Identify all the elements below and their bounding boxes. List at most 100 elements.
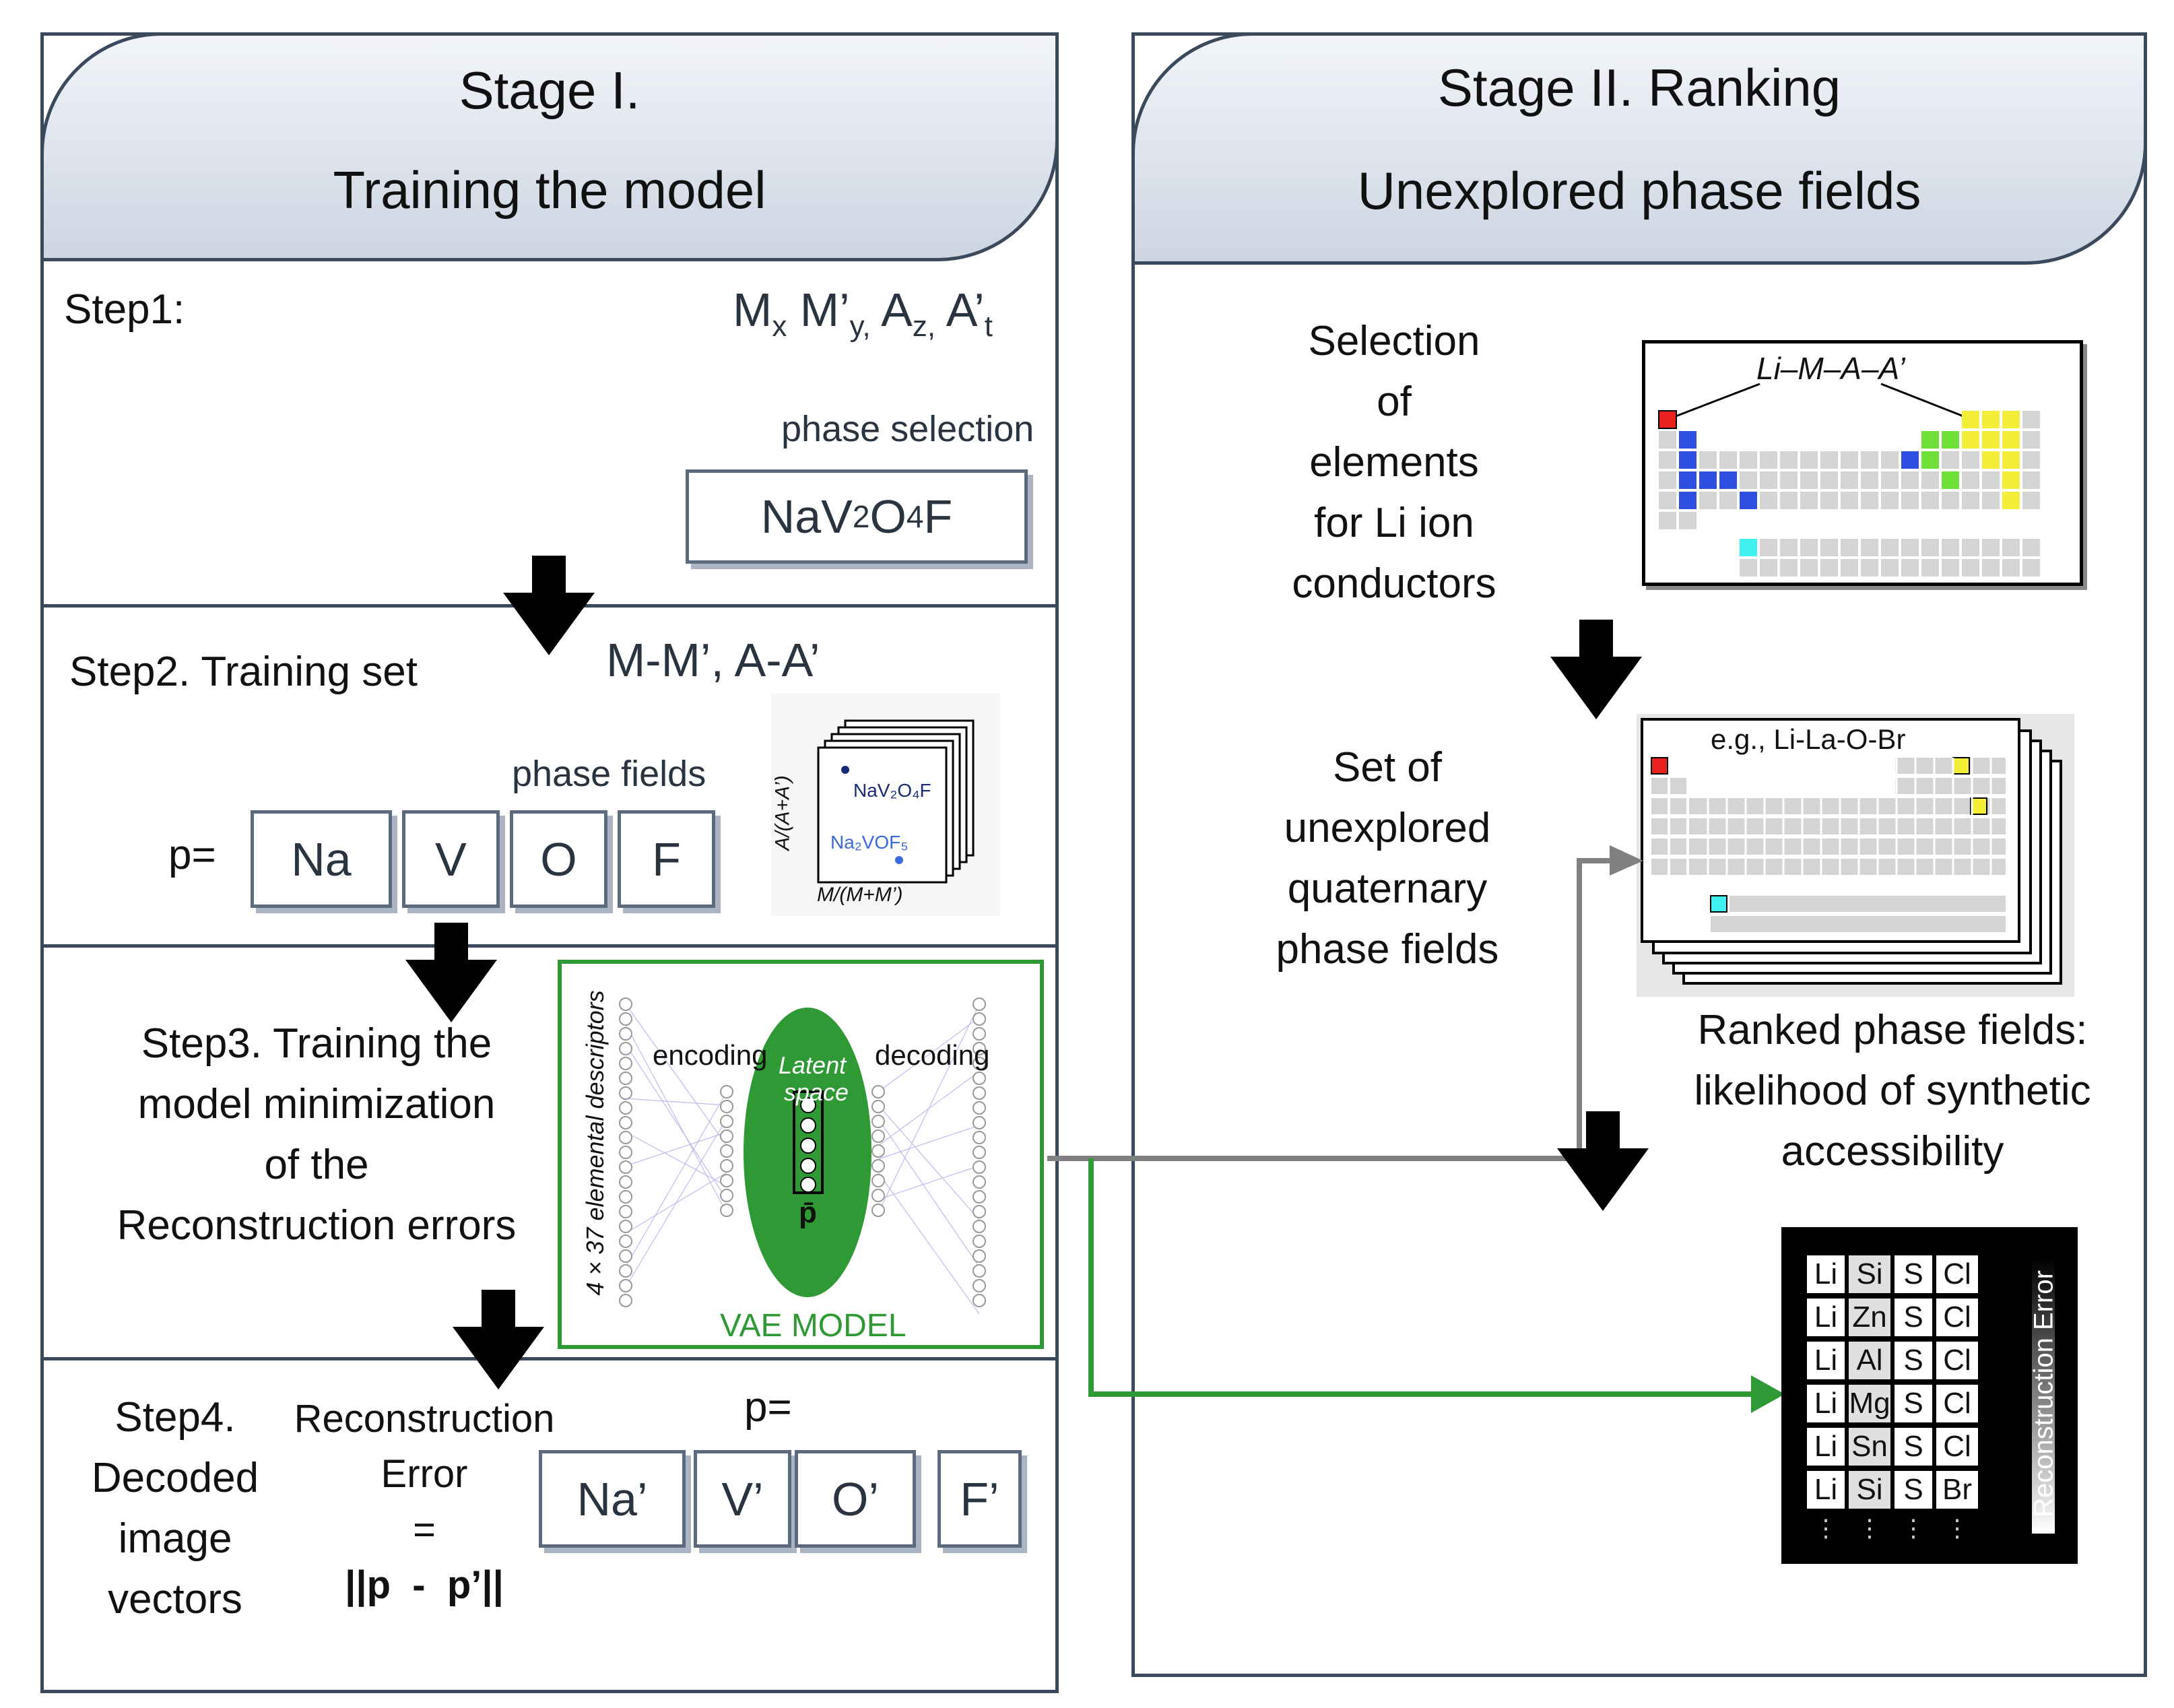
phase-selection-label: phase selection bbox=[781, 409, 1034, 449]
step4-line3: image bbox=[118, 1515, 232, 1562]
compound-part3: F bbox=[923, 490, 953, 543]
table-cell: Si bbox=[1849, 1471, 1890, 1509]
reconstruction-error-text: Reconstruction Error = ||p - p’|| bbox=[276, 1391, 572, 1613]
formula-a: A bbox=[870, 284, 913, 336]
step4-line1: Step4. bbox=[114, 1394, 236, 1441]
formula-a-prime: A’ bbox=[935, 284, 985, 336]
step3-line1: Step3. Training the bbox=[141, 1020, 492, 1067]
divider-3 bbox=[40, 1357, 1059, 1360]
vae-pbar-label: p̄ bbox=[799, 1196, 817, 1229]
element-box-v: V bbox=[402, 810, 500, 908]
error-line2: Error bbox=[381, 1452, 468, 1497]
element-box-na-prime: Na’ bbox=[539, 1450, 686, 1548]
step3-line4: Reconstruction errors bbox=[117, 1202, 517, 1249]
phase-fields-label: phase fields bbox=[512, 754, 706, 794]
down-arrow-icon bbox=[405, 923, 497, 1022]
table-cell: Cl bbox=[1936, 1299, 1978, 1336]
formula-m: M bbox=[733, 284, 772, 336]
table-row: Li Mg S Cl bbox=[1807, 1385, 1978, 1422]
table-ellipsis: ⋮⋮⋮⋮ bbox=[1814, 1514, 1969, 1542]
vae-model-figure: 4 × 37 elemental descriptors encoding de… bbox=[558, 960, 1044, 1349]
step4-line4: vectors bbox=[108, 1575, 242, 1622]
stacked-periodic-icon bbox=[1641, 718, 2062, 985]
table-cell: Si bbox=[1849, 1255, 1890, 1293]
stage1-subtitle: Training the model bbox=[333, 160, 766, 220]
selection-line3: elements bbox=[1309, 438, 1479, 486]
vae-space-label: space bbox=[784, 1078, 849, 1106]
stacked-plot-icon bbox=[817, 719, 975, 884]
unexplored-line1: Set of bbox=[1333, 744, 1442, 791]
unexplored-text: Set of unexplored quaternary phase field… bbox=[1232, 737, 1542, 980]
formula-sub-t: t bbox=[984, 310, 993, 343]
step4-label: Step4. Decoded image vectors bbox=[61, 1387, 290, 1630]
table-cell: Br bbox=[1936, 1471, 1978, 1509]
error-line1: Reconstruction bbox=[294, 1397, 555, 1441]
table-row: Li Si S Cl bbox=[1807, 1255, 1978, 1293]
table-cell: S bbox=[1895, 1471, 1932, 1509]
table-cell: Li bbox=[1807, 1471, 1845, 1509]
step2-formula: M-M’, A-A’ bbox=[606, 634, 820, 686]
selection-line4: for Li ion bbox=[1314, 499, 1474, 546]
pt-formula-label: Li–M–A–A’ bbox=[1756, 351, 1905, 386]
element-box-o: O bbox=[510, 810, 607, 908]
table-cell: S bbox=[1895, 1299, 1932, 1336]
compound-part2: O bbox=[869, 490, 907, 543]
inset-point-1: NaV₂O₄F bbox=[853, 780, 931, 801]
step3-text: Step3. Training the model minimization o… bbox=[81, 1014, 552, 1256]
element-grid-icon bbox=[1658, 383, 2040, 577]
step1-label: Step1: bbox=[64, 286, 185, 333]
step1-formula: Mx M’y, Az, A’t bbox=[733, 283, 993, 343]
table-cell: Zn bbox=[1849, 1299, 1890, 1336]
step3-line2: model minimization bbox=[137, 1080, 496, 1127]
table-cell: S bbox=[1895, 1255, 1932, 1293]
unexplored-line2: unexplored bbox=[1284, 804, 1491, 851]
ranked-line3: accessibility bbox=[1781, 1127, 2004, 1175]
table-cell: Cl bbox=[1936, 1342, 1978, 1379]
down-arrow-icon bbox=[1550, 620, 1642, 719]
stacked-tables-figure: e.g., Li-La-O-Br bbox=[1637, 714, 2074, 997]
selection-line1: Selection bbox=[1308, 318, 1480, 364]
stage2-title: Stage II. Ranking bbox=[1437, 58, 1841, 117]
eg-label: e.g., Li-La-O-Br bbox=[1711, 723, 1906, 755]
step2-label: Step2. Training set bbox=[69, 649, 418, 695]
formula-sub-x: x bbox=[772, 310, 787, 343]
table-cell: Cl bbox=[1936, 1385, 1978, 1422]
table-cell: Al bbox=[1849, 1342, 1890, 1379]
down-arrow-icon bbox=[453, 1290, 544, 1389]
divider-2 bbox=[40, 944, 1059, 948]
stage1-header: Stage I. Training the model bbox=[40, 32, 1059, 261]
element-box-f-prime: F’ bbox=[937, 1450, 1022, 1548]
formula-sub-y: y, bbox=[849, 310, 871, 343]
element-box-v-prime: V’ bbox=[694, 1450, 791, 1548]
table-cell: Li bbox=[1807, 1385, 1845, 1422]
error-line4: ||p - p’|| bbox=[345, 1563, 504, 1608]
ranked-text: Ranked phase fields: likelihood of synth… bbox=[1643, 1000, 2142, 1182]
p-equals-label: p= bbox=[168, 832, 216, 878]
table-cell: Cl bbox=[1936, 1428, 1978, 1466]
table-cell: S bbox=[1895, 1428, 1932, 1466]
ranked-line2: likelihood of synthetic bbox=[1694, 1067, 2091, 1114]
step3-line3: of the bbox=[264, 1141, 369, 1188]
table-cell: Mg bbox=[1849, 1385, 1890, 1422]
table-row: Li Al S Cl bbox=[1807, 1342, 1978, 1379]
selection-line5: conductors bbox=[1292, 560, 1496, 607]
stage1-title: Stage I. bbox=[459, 61, 640, 120]
unexplored-line3: quaternary bbox=[1287, 865, 1488, 912]
inset-point-2: Na₂VOF₅ bbox=[830, 832, 909, 853]
unexplored-line4: phase fields bbox=[1276, 925, 1499, 973]
ranked-line1: Ranked phase fields: bbox=[1697, 1007, 2088, 1053]
vae-decoding-label: decoding bbox=[875, 1039, 990, 1071]
table-cell: S bbox=[1895, 1385, 1932, 1422]
map-inset-figure: NaV₂O₄F Na₂VOF₅ A/(A+A’) M/(M+M’) bbox=[771, 694, 1000, 916]
element-box-o-prime: O’ bbox=[795, 1450, 916, 1548]
vae-model-label: VAE MODEL bbox=[720, 1308, 907, 1344]
formula-m-prime: M’ bbox=[787, 284, 850, 336]
compound-sub2: 4 bbox=[906, 499, 924, 534]
down-arrow-icon bbox=[1557, 1111, 1649, 1211]
element-box-na: Na bbox=[251, 810, 392, 908]
table-cell: Li bbox=[1807, 1428, 1845, 1466]
element-box-f: F bbox=[618, 810, 715, 908]
table-grid: Li Si S Cl Li Zn S Cl Li Al S Cl Li Mg S… bbox=[1807, 1255, 1978, 1542]
